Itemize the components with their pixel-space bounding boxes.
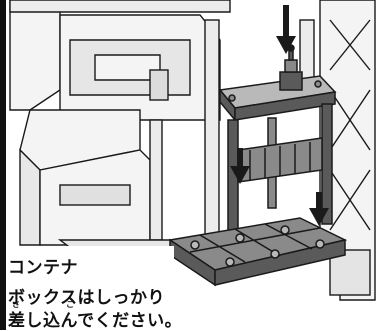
caption-line-3: 差し込んでください。 — [8, 311, 183, 331]
caption-background — [6, 246, 174, 331]
caption-line-1: コンテナ — [8, 258, 78, 278]
caption-line-2: ボックスはしっかり — [8, 288, 165, 308]
shelf-structure — [9, 0, 376, 301]
ruby-sa: さ — [12, 300, 20, 309]
down-arrow-icon — [309, 192, 329, 226]
container-box — [168, 44, 348, 287]
down-arrow-icon — [276, 5, 296, 54]
ruby-ko: こ — [66, 300, 74, 309]
down-arrow-icon — [230, 148, 250, 184]
